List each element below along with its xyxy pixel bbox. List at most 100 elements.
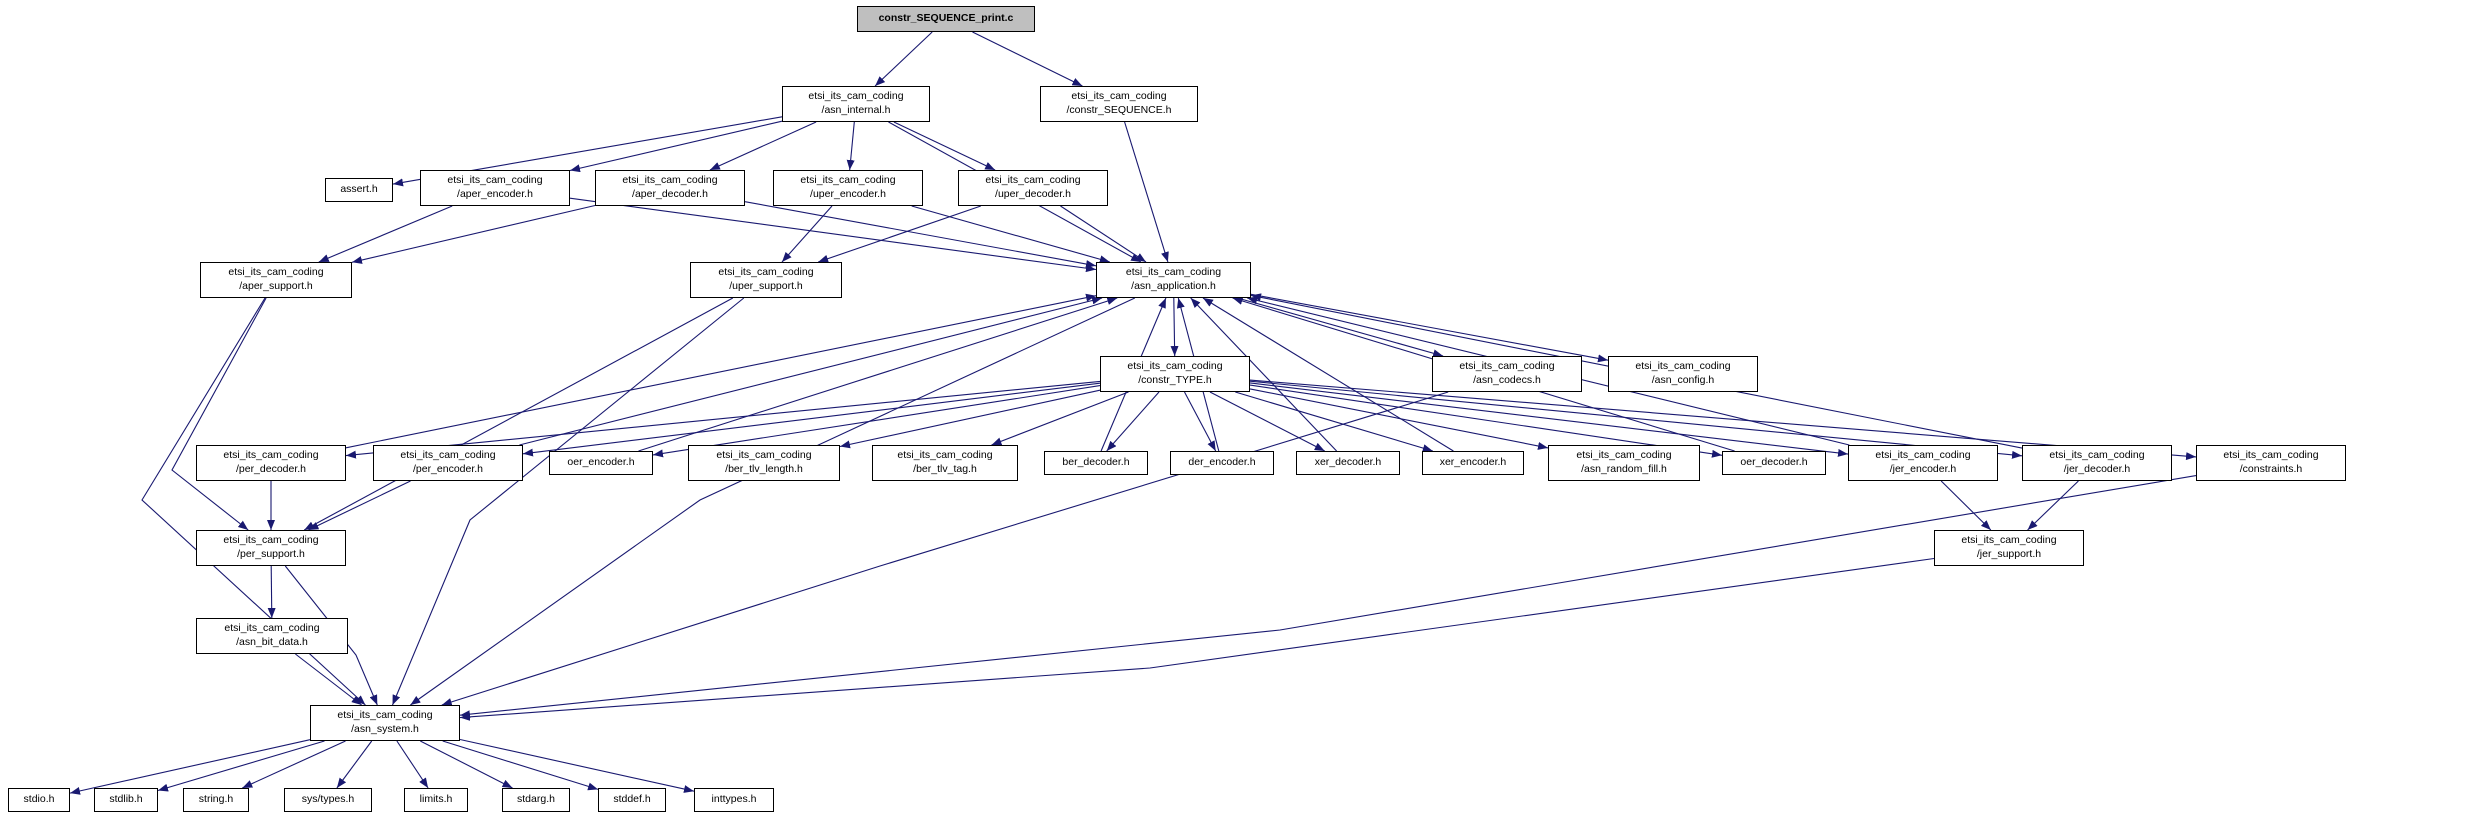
node-label: /aper_decoder.h [632,188,708,200]
graph-node-xer_decoder: xer_decoder.h [1296,451,1400,475]
graph-node-stdlib: stdlib.h [94,788,158,812]
graph-node-per_encoder[interactable]: etsi_its_cam_coding/per_encoder.h [373,445,523,481]
graph-node-asn_random_fill[interactable]: etsi_its_cam_coding/asn_random_fill.h [1548,445,1700,481]
edge-asn_codecs-asn_system [441,391,1449,706]
graph-node-jer_encoder[interactable]: etsi_its_cam_coding/jer_encoder.h [1848,445,1998,481]
graph-node-uper_encoder[interactable]: etsi_its_cam_coding/uper_encoder.h [773,170,923,206]
node-label: etsi_its_cam_coding [2049,449,2145,462]
edge-aper_decoder-aper_support [351,204,596,264]
node-label: /uper_encoder.h [810,188,886,200]
edge-constr_TYPE-per_decoder [345,380,1101,459]
edge-jer_decoder-jer_support [2027,480,2079,531]
edge-per_encoder-asn_application [519,296,1103,446]
edge-per_encoder-per_support [308,480,411,531]
node-label: /ber_tlv_length.h [725,463,803,475]
edge-oer_encoder-asn_application [638,297,1118,452]
graph-node-uper_support[interactable]: etsi_its_cam_coding/uper_support.h [690,262,842,298]
graph-node-asn_system[interactable]: etsi_its_cam_coding/asn_system.h [310,705,460,741]
edge-root-constr_SEQUENCE [972,31,1083,87]
edge-asn_internal-uper_decoder [893,121,996,171]
graph-node-jer_decoder[interactable]: etsi_its_cam_coding/jer_decoder.h [2022,445,2172,481]
edge-constr_TYPE-xer_encoder [1235,391,1433,452]
graph-node-ber_tlv_length[interactable]: etsi_its_cam_coding/ber_tlv_length.h [688,445,840,481]
node-label: string.h [198,793,234,806]
edge-constr_TYPE-constraints [1249,379,2197,461]
edge-xer_decoder-asn_application [1190,297,1337,452]
node-label: oer_decoder.h [1740,456,1808,469]
node-label: /constraints.h [2239,463,2303,475]
node-label: /asn_internal.h [821,104,891,116]
graph-node-jer_support[interactable]: etsi_its_cam_coding/jer_support.h [1934,530,2084,566]
node-label: stddef.h [613,793,651,806]
node-label: etsi_its_cam_coding [1459,360,1555,373]
edge-asn_system-stddef [442,740,599,791]
node-label: stdlib.h [109,793,143,806]
graph-node-constr_TYPE[interactable]: etsi_its_cam_coding/constr_TYPE.h [1100,356,1250,392]
graph-node-stddef: stddef.h [598,788,666,812]
graph-node-xer_encoder: xer_encoder.h [1422,451,1524,475]
edge-asn_system-limits [396,740,429,789]
edge-aper_encoder-aper_support [318,205,453,263]
node-label: /asn_system.h [351,723,419,735]
node-label: etsi_its_cam_coding [897,449,993,462]
node-label: etsi_its_cam_coding [447,174,543,187]
edge-asn_internal-uper_encoder [846,121,855,171]
node-label: oer_encoder.h [567,456,635,469]
graph-node-oer_decoder: oer_decoder.h [1722,451,1826,475]
graph-node-ber_tlv_tag[interactable]: etsi_its_cam_coding/ber_tlv_tag.h [872,445,1018,481]
node-label: etsi_its_cam_coding [1635,360,1731,373]
node-label: /asn_config.h [1651,374,1715,386]
node-label: /jer_decoder.h [2063,463,2131,475]
node-label: etsi_its_cam_coding [223,534,319,547]
edge-asn_system-string [242,740,346,789]
edge-per_decoder-asn_application [345,293,1097,449]
edge-constr_TYPE-ber_decoder [1106,391,1160,452]
graph-node-uper_decoder[interactable]: etsi_its_cam_coding/uper_decoder.h [958,170,1108,206]
graph-node-asn_application[interactable]: etsi_its_cam_coding/asn_application.h [1096,262,1251,298]
graph-node-oer_encoder: oer_encoder.h [549,451,653,475]
edge-uper_decoder-uper_support [818,205,981,263]
edge-asn_application-constr_TYPE [1170,297,1179,357]
edge-jer_encoder-jer_support [1940,480,1992,531]
edge-uper_support-asn_system [391,297,745,706]
node-label: /per_encoder.h [412,463,484,475]
node-label: etsi_its_cam_coding [337,709,433,722]
graph-node-per_decoder[interactable]: etsi_its_cam_coding/per_decoder.h [196,445,346,481]
node-label: xer_decoder.h [1314,456,1382,469]
graph-node-aper_support[interactable]: etsi_its_cam_coding/aper_support.h [200,262,352,298]
node-label: /asn_codecs.h [1473,374,1541,386]
graph-node-aper_encoder[interactable]: etsi_its_cam_coding/aper_encoder.h [420,170,570,206]
graph-node-asn_codecs[interactable]: etsi_its_cam_coding/asn_codecs.h [1432,356,1582,392]
graph-node-per_support[interactable]: etsi_its_cam_coding/per_support.h [196,530,346,566]
edge-constr_TYPE-jer_encoder [1249,382,1849,457]
node-label: etsi_its_cam_coding [622,174,718,187]
edge-constr_TYPE-ber_tlv_tag [991,391,1129,446]
node-label: etsi_its_cam_coding [223,449,319,462]
node-label: etsi_its_cam_coding [800,174,896,187]
edge-asn_system-stdlib [157,740,325,792]
edge-uper_encoder-uper_support [781,205,833,263]
graph-node-asn_bit_data[interactable]: etsi_its_cam_coding/asn_bit_data.h [196,618,348,654]
graph-node-inttypes: inttypes.h [694,788,774,812]
node-label: etsi_its_cam_coding [400,449,496,462]
edge-xer_encoder-asn_application [1202,297,1454,452]
node-label: etsi_its_cam_coding [1576,449,1672,462]
graph-node-constraints[interactable]: etsi_its_cam_coding/constraints.h [2196,445,2346,481]
node-label: /aper_encoder.h [457,188,533,200]
edge-asn_application-asn_system [410,297,1136,706]
edge-uper_decoder-asn_application [1060,205,1147,263]
graph-node-constr_SEQUENCE[interactable]: etsi_its_cam_coding/constr_SEQUENCE.h [1040,86,1198,122]
graph-node-asn_config[interactable]: etsi_its_cam_coding/asn_config.h [1608,356,1758,392]
edge-asn_system-inttypes [459,738,695,793]
graph-node-aper_decoder[interactable]: etsi_its_cam_coding/aper_decoder.h [595,170,745,206]
node-label: etsi_its_cam_coding [1125,266,1222,279]
node-label: assert.h [340,183,378,196]
node-label: inttypes.h [711,793,757,806]
edge-uper_support-per_support [303,297,734,531]
edge-constr_TYPE-der_encoder [1184,391,1217,452]
graph-node-ber_decoder: ber_decoder.h [1044,451,1148,475]
graph-node-stdarg: stdarg.h [502,788,570,812]
graph-node-asn_internal[interactable]: etsi_its_cam_coding/asn_internal.h [782,86,930,122]
edge-constraints-asn_system [459,475,2197,719]
node-label: ber_decoder.h [1062,456,1130,469]
